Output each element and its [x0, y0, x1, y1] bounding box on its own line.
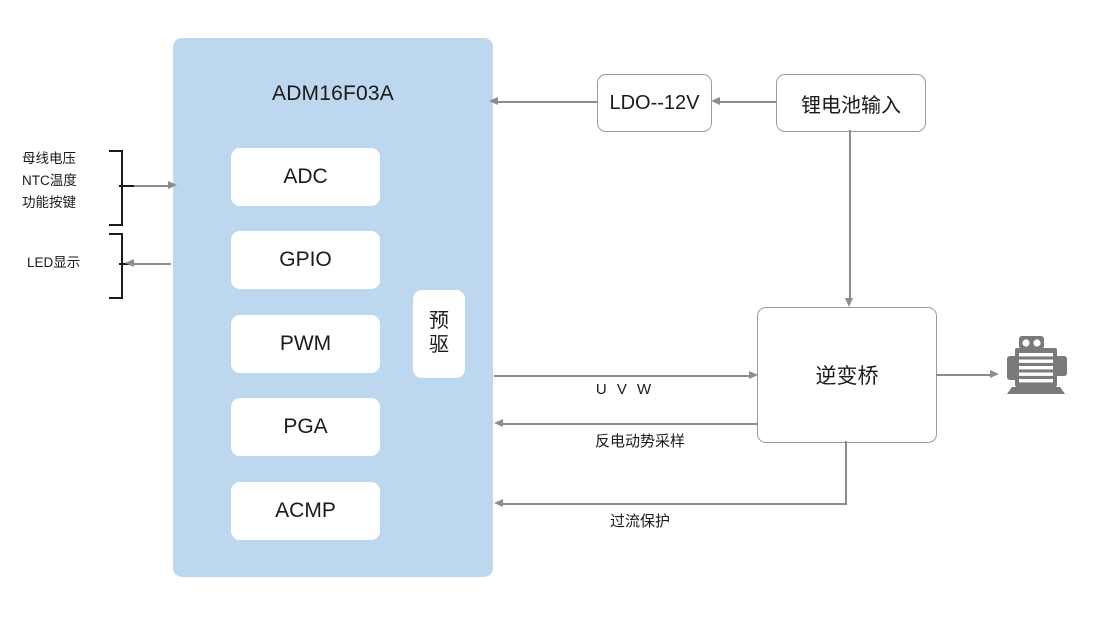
- sensing-label-1: NTC温度: [22, 172, 77, 188]
- ldo-to-mcu-arrow-icon: [489, 97, 498, 105]
- bemf-arrow-icon: [494, 419, 503, 427]
- display-label-0: LED显示: [27, 255, 81, 270]
- sensing-group-labels: 母线电压 NTC温度 功能按键: [22, 148, 110, 214]
- sensing-group-bracket: [109, 150, 123, 226]
- sensing-bracket-stem: [119, 185, 135, 187]
- pre-driver-line-2: 驱: [429, 334, 449, 356]
- battery-to-inverter-line: [849, 130, 851, 298]
- bemf-line: [499, 423, 757, 425]
- uvw-line: [494, 375, 752, 377]
- motor-icon: [1002, 334, 1072, 396]
- pre-driver-line-1: 预: [429, 310, 449, 333]
- sensing-label-2: 功能按键: [22, 194, 76, 210]
- display-arrow-icon: [125, 259, 134, 267]
- ocp-vertical-line: [845, 441, 847, 504]
- mcu-block-adc[interactable]: ADC: [231, 148, 380, 206]
- ldo-to-mcu-line: [494, 101, 597, 103]
- mcu-to-display-line: [131, 263, 171, 265]
- inverter-bridge-block[interactable]: 逆变桥: [757, 307, 937, 443]
- uvw-arrow-icon: [749, 371, 758, 379]
- mcu-title: ADM16F03A: [271, 82, 395, 105]
- mcu-block-acmp[interactable]: ACMP: [231, 482, 380, 540]
- ocp-arrow-icon: [494, 499, 503, 507]
- battery-to-inverter-arrow-icon: [845, 298, 853, 307]
- battery-to-ldo-line: [716, 101, 776, 103]
- sensing-arrow-icon: [168, 181, 177, 189]
- mcu-block-pwm[interactable]: PWM: [231, 315, 380, 373]
- ocp-horizontal-line: [499, 503, 847, 505]
- battery-input-block[interactable]: 锂电池输入: [776, 74, 926, 132]
- bemf-label: 反电动势采样: [594, 433, 685, 450]
- uvw-label: U V W: [595, 381, 655, 398]
- display-group-labels: LED显示: [27, 252, 109, 274]
- sensing-to-mcu-line: [134, 185, 171, 187]
- mcu-block-pga[interactable]: PGA: [231, 398, 380, 456]
- sensing-label-0: 母线电压: [22, 151, 76, 166]
- ldo-block[interactable]: LDO--12V: [597, 74, 712, 132]
- battery-to-ldo-arrow-icon: [711, 97, 720, 105]
- ocp-label: 过流保护: [609, 513, 670, 530]
- inverter-to-motor-line: [936, 374, 993, 376]
- pre-driver-block[interactable]: 预 驱: [413, 290, 465, 378]
- inverter-to-motor-arrow-icon: [990, 370, 999, 378]
- display-group-bracket: [109, 233, 123, 299]
- mcu-block-gpio[interactable]: GPIO: [231, 231, 380, 289]
